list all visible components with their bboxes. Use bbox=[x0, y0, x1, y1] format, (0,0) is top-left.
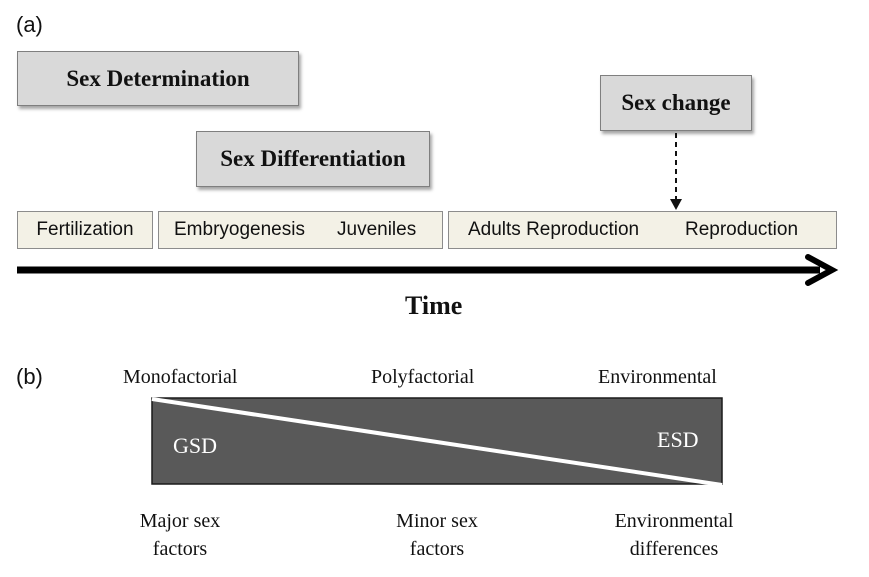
major-sex-factors-line1: Major sex bbox=[139, 510, 221, 532]
stage-juveniles-label: Juveniles bbox=[337, 219, 417, 240]
sex-determination-label: Sex Determination bbox=[66, 65, 250, 91]
stage-embryo-juveniles: Embryogenesis Juveniles bbox=[158, 211, 443, 249]
minor-sex-factors-line1: Minor sex bbox=[396, 510, 478, 532]
sex-change-arrowhead bbox=[670, 199, 682, 210]
stage-fertilization-label: Fertilization bbox=[36, 219, 134, 240]
gsd-label: GSD bbox=[173, 433, 218, 458]
gsd-esd-diagonal bbox=[151, 397, 723, 487]
polyfactorial-label: Polyfactorial bbox=[371, 366, 475, 388]
panel-a-label: (a) bbox=[16, 12, 43, 37]
sex-differentiation-label: Sex Differentiation bbox=[220, 146, 406, 171]
minor-sex-factors-line2: factors bbox=[409, 538, 465, 560]
environmental-differences-line1: Environmental bbox=[614, 510, 734, 532]
sex-change-label: Sex change bbox=[621, 90, 731, 115]
stage-adults-reproduction-label: Adults Reproduction bbox=[468, 219, 640, 240]
time-axis-arrowhead bbox=[805, 254, 839, 286]
sex-determination-box: Sex Determination bbox=[17, 51, 299, 106]
sex-differentiation-box: Sex Differentiation bbox=[196, 131, 430, 187]
major-sex-factors-label: Major sex factors bbox=[110, 507, 250, 563]
time-label: Time bbox=[405, 291, 463, 320]
stage-fertilization: Fertilization bbox=[17, 211, 153, 249]
minor-sex-factors-label: Minor sex factors bbox=[367, 507, 507, 563]
stage-reproduction-label: Reproduction bbox=[685, 219, 799, 240]
panel-b-label: (b) bbox=[16, 364, 43, 389]
esd-label: ESD bbox=[657, 427, 699, 452]
major-sex-factors-line2: factors bbox=[152, 538, 208, 560]
sex-change-box: Sex change bbox=[600, 75, 752, 131]
environmental-label: Environmental bbox=[598, 366, 717, 388]
monofactorial-label: Monofactorial bbox=[123, 366, 238, 388]
stage-adults: Adults Reproduction Reproduction bbox=[448, 211, 837, 249]
stage-embryogenesis-label: Embryogenesis bbox=[174, 219, 305, 240]
environmental-differences-label: Environmental differences bbox=[589, 507, 759, 563]
environmental-differences-line2: differences bbox=[629, 538, 719, 560]
